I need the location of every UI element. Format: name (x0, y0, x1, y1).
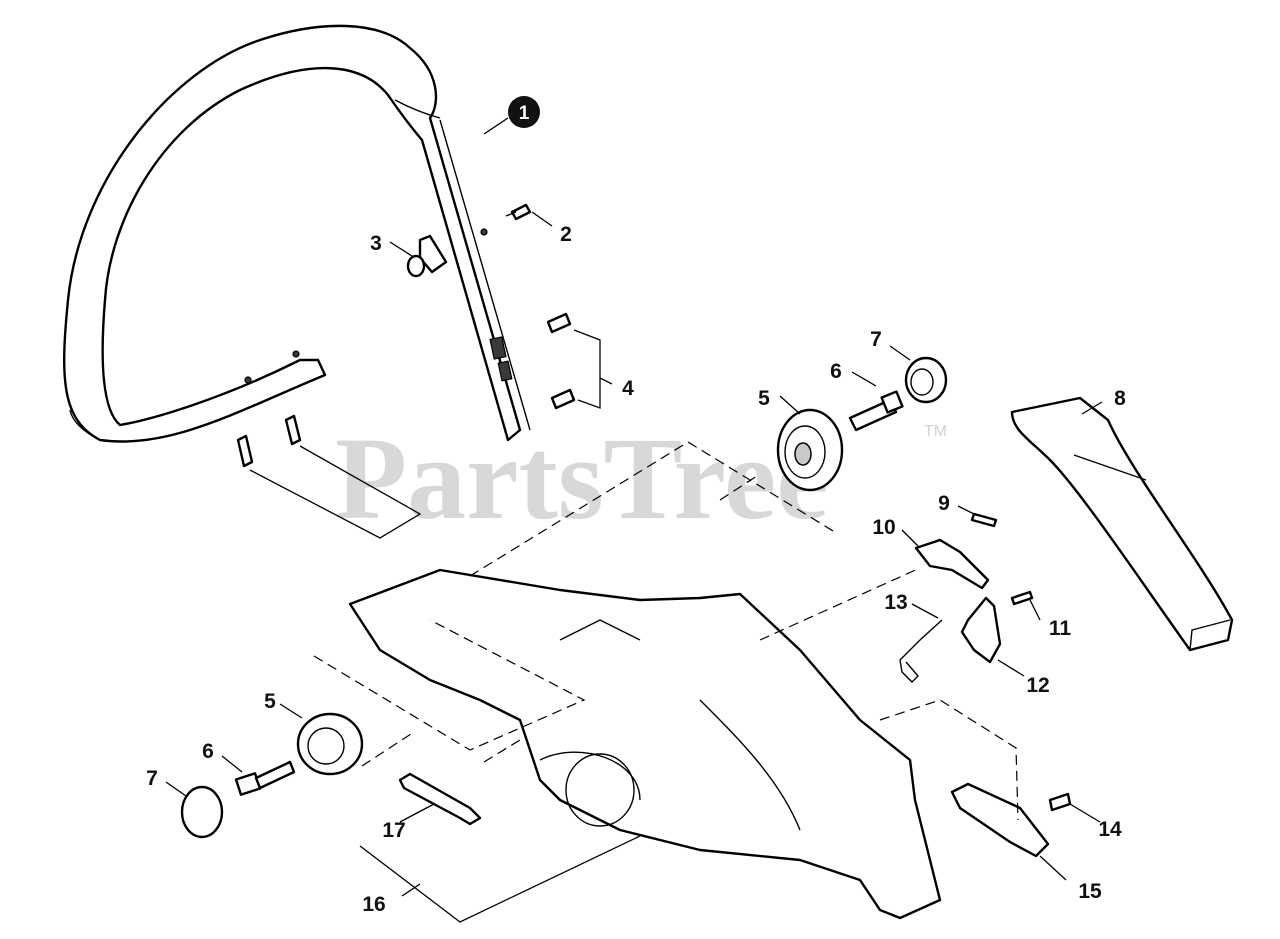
watermark: PartsTree TM (335, 413, 947, 544)
plug-cap-7-bottom[interactable] (180, 785, 224, 839)
screw-6-top[interactable] (848, 390, 904, 432)
rubber-mount-5-bottom[interactable] (296, 712, 364, 776)
front-handle-bar[interactable] (63, 24, 531, 443)
callout-7-bottom[interactable]: 7 (146, 767, 158, 790)
plug-cap-7-top[interactable] (904, 356, 948, 404)
guide-plate-15[interactable] (950, 782, 1050, 858)
rubber-mount-5-top[interactable] (776, 408, 844, 492)
guide-tube-17[interactable] (398, 772, 482, 826)
chain-cover-8[interactable] (1010, 396, 1234, 652)
bolt-4-lower[interactable] (550, 388, 576, 410)
callout-16[interactable]: 16 (362, 893, 385, 916)
callouts: 1 2 3 4 5 6 7 8 9 10 11 12 13 14 15 16 1… (146, 96, 1126, 916)
watermark-trademark: TM (924, 423, 947, 440)
callout-13[interactable]: 13 (884, 591, 907, 614)
pin-11[interactable] (1010, 590, 1034, 606)
callout-1-badge (508, 96, 540, 128)
callout-2[interactable]: 2 (560, 223, 572, 246)
callout-17[interactable]: 17 (382, 819, 405, 842)
assembly-lines (313, 441, 1019, 821)
callout-10[interactable]: 10 (872, 516, 895, 539)
spacer-collar-3[interactable] (406, 234, 448, 278)
callout-1[interactable]: 1 (519, 103, 530, 124)
callout-5-top[interactable]: 5 (758, 387, 770, 410)
callout-11[interactable]: 11 (1049, 617, 1072, 640)
crankcase-16[interactable] (348, 568, 942, 920)
pin-9[interactable] (970, 512, 998, 528)
callout-4[interactable]: 4 (622, 377, 634, 400)
callout-12[interactable]: 12 (1026, 674, 1049, 697)
bolt-4-handle-b[interactable] (236, 434, 254, 468)
callout-5-bottom[interactable]: 5 (264, 690, 276, 713)
leader-lines (165, 117, 1103, 923)
callout-3[interactable]: 3 (370, 232, 382, 255)
callout-8[interactable]: 8 (1114, 387, 1126, 410)
spring-13[interactable] (899, 619, 943, 683)
bolt-4-upper[interactable] (546, 312, 572, 334)
screw-6-bottom[interactable] (234, 760, 296, 796)
callout-9[interactable]: 9 (938, 492, 950, 515)
callout-6-bottom[interactable]: 6 (202, 740, 214, 763)
brake-shoe-12[interactable] (960, 596, 1002, 664)
lever-10[interactable] (914, 538, 990, 590)
callout-15[interactable]: 15 (1078, 880, 1102, 903)
callout-7-top[interactable]: 7 (870, 328, 882, 351)
bolt-4-handle-a[interactable] (284, 414, 302, 446)
callout-6-top[interactable]: 6 (830, 360, 842, 383)
bolt-2[interactable] (505, 203, 532, 221)
bolt-14[interactable] (1048, 792, 1072, 812)
watermark-text: PartsTree (335, 413, 829, 544)
callout-14[interactable]: 14 (1098, 818, 1122, 841)
